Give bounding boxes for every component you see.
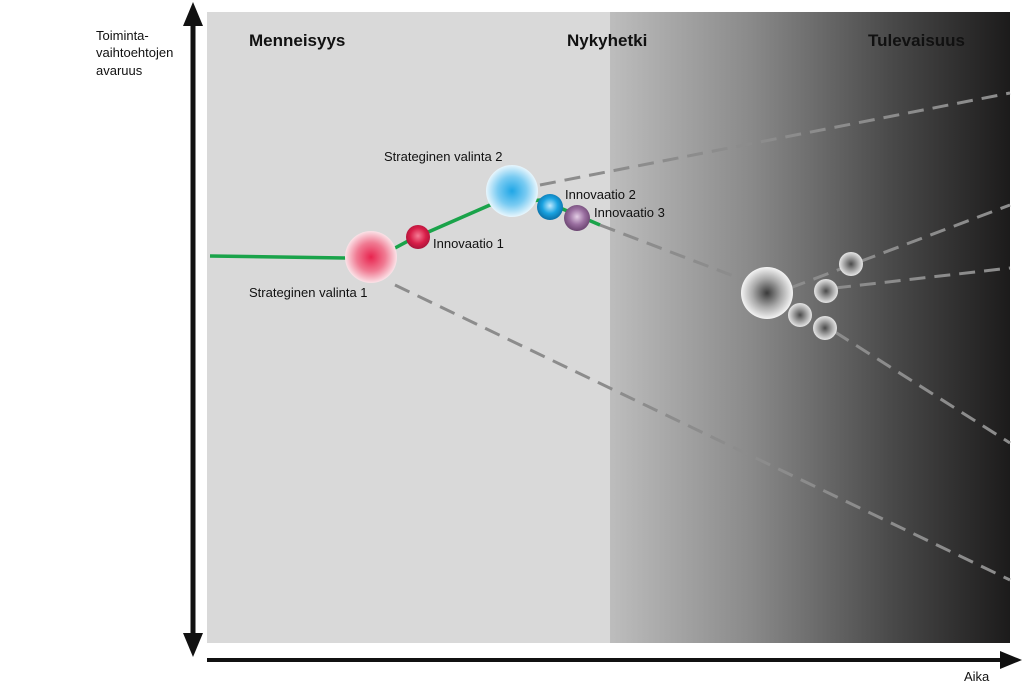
past-background [207,12,610,643]
future-innovation-node [813,316,837,340]
y-axis-label-line-3: avaruus [96,63,143,78]
future-background [610,12,1010,643]
possibility-lines [394,91,1011,582]
innovation-3-label: Innovaatio 3 [594,205,665,220]
innovation-2-label: Innovaatio 2 [565,187,636,202]
innovation-2-node [537,194,563,220]
strategic-choice-1-label: Strateginen valinta 1 [249,285,368,300]
y-axis-label-line-1: Toiminta- [96,28,149,43]
future-innovation-node [788,303,812,327]
future-choice-node [741,267,793,319]
x-axis [207,651,1022,669]
y-axis [183,2,203,657]
innovation-1-node [406,225,430,249]
future-innovation-node [814,279,838,303]
future-innovation-node [839,252,863,276]
strategic-choice-2-node [486,165,538,217]
strategic-choice-2-label: Strateginen valinta 2 [384,149,503,164]
strategic-choice-1-node [345,231,397,283]
period-present-label: Nykyhetki [567,31,647,50]
period-future-label: Tulevaisuus [868,31,965,50]
y-axis-label-line-2: vaihtoehtojen [96,45,173,60]
period-past-label: Menneisyys [249,31,345,50]
x-axis-label: Aika [964,669,990,684]
innovation-1-label: Innovaatio 1 [433,236,504,251]
innovation-3-node [564,205,590,231]
